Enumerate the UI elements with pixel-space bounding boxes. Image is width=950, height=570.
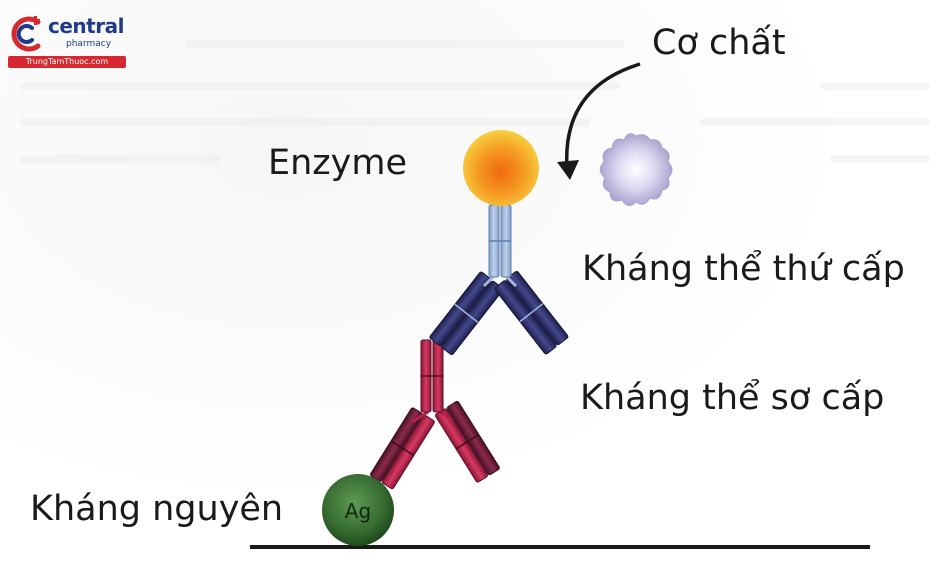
- primary-antibody-right-arm: [435, 400, 500, 483]
- substrate-particle: [599, 133, 673, 206]
- central-pharmacy-logo: central pharmacy TrungTamThuoc.com: [8, 12, 138, 72]
- background-text-line: [20, 155, 220, 163]
- substrate-label: Cơ chất: [652, 23, 786, 63]
- background-text-line: [820, 82, 930, 90]
- logo-mark-icon: [11, 16, 41, 52]
- enzyme-sphere: [463, 130, 539, 206]
- logo-sub-text: pharmacy: [66, 39, 112, 49]
- antigen-abbrev-label: Ag: [345, 499, 371, 523]
- background-text-line: [700, 118, 930, 126]
- primary-antibody: [370, 339, 500, 490]
- primary-antibody-left-arm: [370, 407, 435, 490]
- background-text-line: [185, 40, 625, 48]
- secondary-antibody: [429, 204, 569, 356]
- primary-antibody-label: Kháng thể sơ cấp: [580, 378, 885, 418]
- logo-brand-text: central: [48, 14, 124, 38]
- secondary-antibody-right-arm: [494, 270, 569, 355]
- background-text-line: [20, 118, 590, 126]
- secondary-antibody-label: Kháng thể thứ cấp: [582, 249, 905, 289]
- secondary-antibody-left-arm: [429, 271, 504, 356]
- enzyme-label: Enzyme: [268, 143, 408, 183]
- background-text-line: [20, 82, 620, 90]
- logo-site-text: TrungTamThuoc.com: [8, 56, 126, 68]
- antigen-label: Kháng nguyên: [30, 489, 284, 529]
- background-text-line: [830, 155, 930, 163]
- substrate-arrow-head: [557, 160, 579, 180]
- antigen-sphere: [322, 474, 394, 546]
- substrate-arrow: [564, 62, 641, 169]
